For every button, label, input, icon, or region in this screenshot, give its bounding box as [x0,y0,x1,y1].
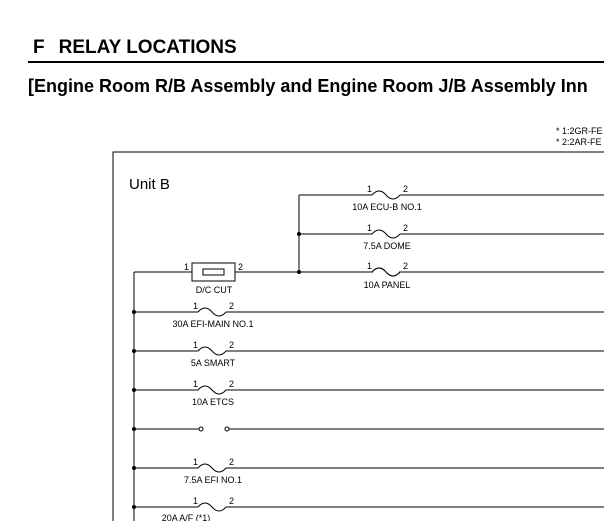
svg-text:2: 2 [229,340,234,350]
svg-text:1: 1 [193,301,198,311]
section-letter: F [33,37,45,58]
subtitle: [Engine Room R/B Assembly and Engine Roo… [28,76,588,96]
svg-text:2: 2 [229,379,234,389]
fuse-efi-no1: 1 2 7.5A EFI NO.1 [132,457,604,485]
note-2: * 2:2AR-FE [556,137,602,147]
title-rule [28,61,604,63]
section-title: F RELAY LOCATIONS [33,37,237,59]
svg-text:2: 2 [403,261,408,271]
fuse-etcs-label: 10A ETCS [192,397,234,407]
fuse-dome: 1 2 7.5A DOME [299,223,604,251]
section-heading: RELAY LOCATIONS [58,37,237,58]
svg-text:2: 2 [229,457,234,467]
svg-text:1: 1 [367,223,372,233]
unit-label: Unit B [129,176,170,193]
svg-text:1: 1 [193,496,198,506]
fuse-smart: 1 2 5A SMART [132,340,604,368]
svg-text:2: 2 [403,223,408,233]
fuse-ecu-b-label: 10A ECU-B NO.1 [352,202,422,212]
dc-cut-label: D/C CUT [196,285,233,295]
svg-text:1: 1 [193,379,198,389]
svg-text:1: 1 [193,457,198,467]
svg-text:1: 1 [193,340,198,350]
svg-text:1: 1 [367,261,372,271]
fuse-efi-no1-label: 7.5A EFI NO.1 [184,475,242,485]
fuse-efi-main: 1 2 30A EFI-MAIN NO.1 [132,301,604,329]
fuse-efi-main-label: 30A EFI-MAIN NO.1 [172,319,253,329]
svg-text:2: 2 [229,496,234,506]
dc-cut-element [202,268,225,276]
fuse-smart-label: 5A SMART [191,358,236,368]
dc-cut-pin-1: 1 [184,262,189,272]
fuse-af-label: 20A A/F (*1) [162,513,211,521]
svg-text:2: 2 [403,184,408,194]
junction-upper-2 [297,270,301,274]
svg-text:1: 1 [367,184,372,194]
open-link [132,426,604,432]
note-1: * 1:2GR-FE [556,126,603,136]
junction-upper-1 [297,232,301,236]
svg-text:2: 2 [229,301,234,311]
fuse-af: 1 2 20A A/F (*1) [132,496,604,521]
fuse-etcs: 1 2 10A ETCS [132,379,604,407]
fuse-panel: 1 2 10A PANEL [364,261,411,290]
unit-box [112,151,604,521]
fuse-ecu-b: 1 2 10A ECU-B NO.1 [299,184,604,212]
fuse-panel-label: 10A PANEL [364,280,411,290]
fuse-dome-label: 7.5A DOME [363,241,411,251]
dc-cut-pin-2: 2 [238,262,243,272]
